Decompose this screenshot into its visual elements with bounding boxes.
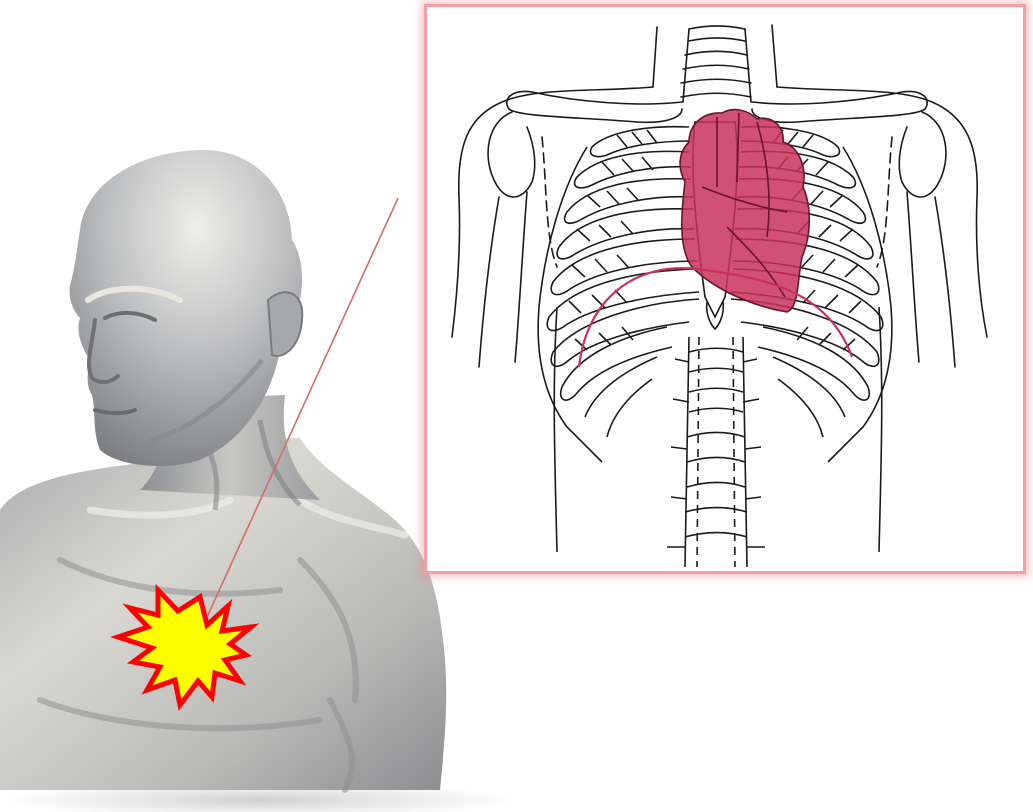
right-humerus <box>899 112 955 367</box>
spine <box>667 337 765 567</box>
ribcage-left <box>538 127 699 462</box>
cervical-vertebrae <box>681 26 751 102</box>
ribcage-left-outline <box>538 147 602 462</box>
torso-ear <box>268 292 302 356</box>
right-clavicle <box>752 91 927 122</box>
heart-highlight <box>680 110 809 312</box>
left-humerus <box>479 112 535 367</box>
neck-outline <box>653 25 777 87</box>
chest-anatomy-inset <box>424 4 1026 574</box>
anatomy-drawing <box>427 7 1023 571</box>
left-clavicle <box>507 91 682 122</box>
torso-figure <box>0 150 446 790</box>
